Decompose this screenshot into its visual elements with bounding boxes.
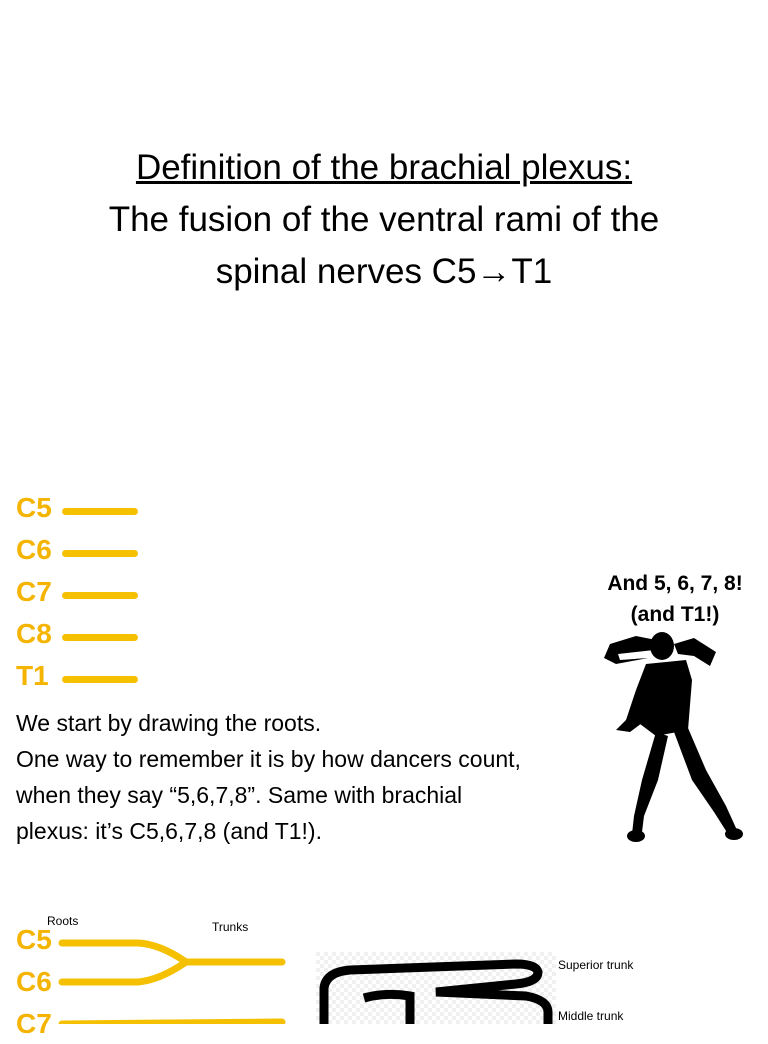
explanation-line-1: We start by drawing the roots. [16, 710, 322, 736]
root-label-c5: C5 [16, 492, 52, 523]
c6-merge-line [58, 958, 190, 986]
root-line-c6 [62, 550, 138, 557]
definition-line-3: spinal nerves C5→T1 [215, 252, 553, 291]
root-line-c5 [62, 508, 138, 515]
diagram-root-c5: C5 [16, 924, 52, 955]
root-label-c8: C8 [16, 618, 52, 649]
explanation-text: We start by drawing the roots. One way t… [16, 705, 616, 849]
diagram-root-c6: C6 [16, 966, 52, 997]
root-label-c7: C7 [16, 576, 52, 607]
explanation-line-4: plexus: it’s C5,6,7,8 (and T1!). [16, 818, 322, 844]
dancer-caption-line-1: And 5, 6, 7, 8! [607, 572, 743, 595]
definition-line-2: The fusion of the ventral rami of the [108, 200, 660, 239]
root-line-t1 [62, 676, 138, 683]
root-label-c6: C6 [16, 534, 52, 565]
superior-trunk-label: Superior trunk [558, 958, 634, 972]
c5-c6-merge-line [58, 939, 286, 966]
explanation-line-2: One way to remember it is by how dancers… [16, 746, 521, 772]
dancer-caption-line-2: (and T1!) [630, 603, 720, 626]
root-label-t1: T1 [16, 660, 49, 691]
hand-drawing-icon [316, 952, 556, 1024]
roots-label: Roots [47, 914, 79, 928]
middle-trunk-label: Middle trunk [558, 1009, 624, 1023]
dancer-silhouette-icon [604, 632, 743, 842]
definition-title: Definition of the brachial plexus: The f… [0, 142, 768, 298]
dancer-caption: And 5, 6, 7, 8! (and T1!) [590, 568, 760, 630]
explanation-line-3: when they say “5,6,7,8”. Same with brach… [16, 782, 463, 808]
root-line-c7 [62, 592, 138, 599]
definition-heading: Definition of the brachial plexus: [135, 148, 633, 187]
roots-trunks-diagram: Roots Trunks C5 C6 C7 Superior trunk Mid… [0, 900, 768, 1039]
root-line-c8 [62, 634, 138, 641]
trunks-label: Trunks [212, 920, 249, 934]
